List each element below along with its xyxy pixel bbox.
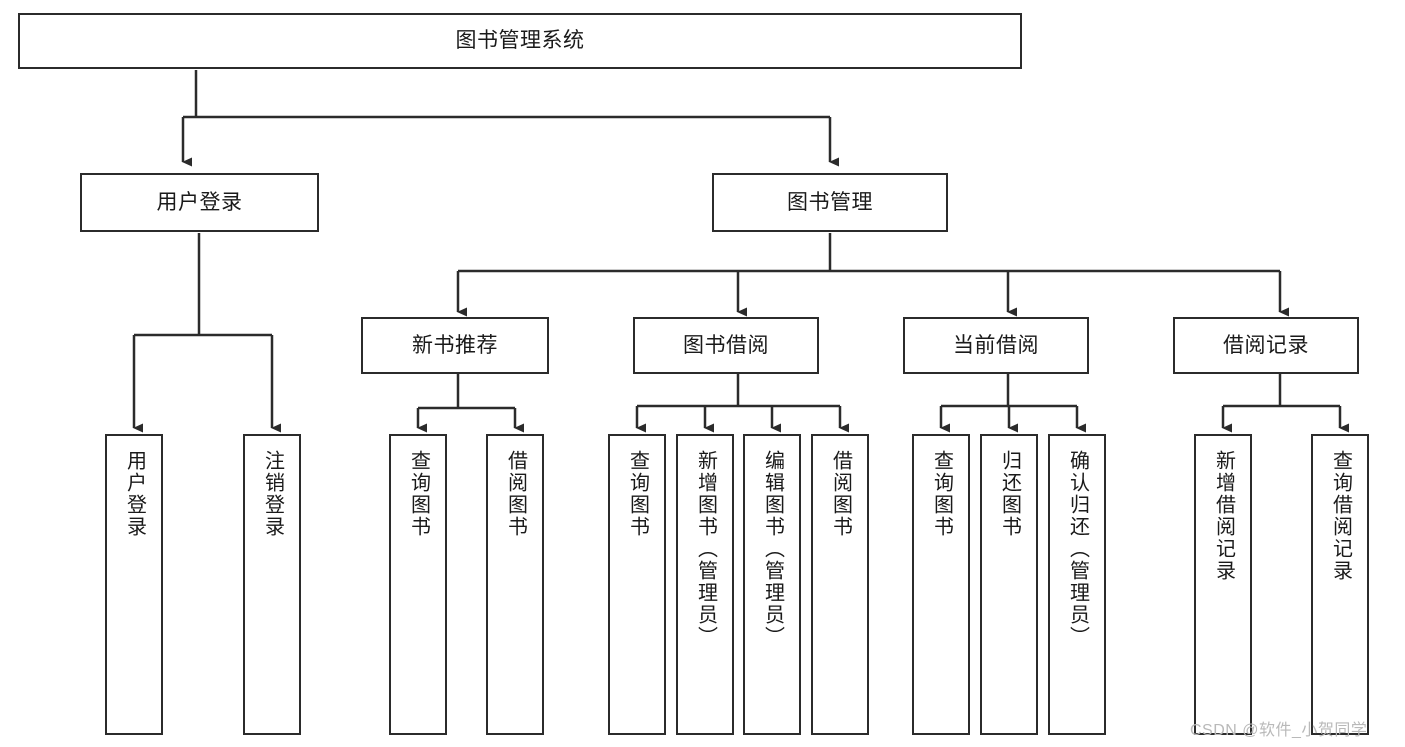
leaf-query-book-borrow[interactable]: 查询图书 [608, 434, 666, 735]
node-book-management-label: 图书管理 [787, 190, 873, 214]
node-borrow-record-label: 借阅记录 [1223, 333, 1309, 357]
leaf-logout-label: 注销登录 [261, 450, 284, 538]
node-book-borrow[interactable]: 图书借阅 [633, 317, 819, 374]
leaf-confirm-return-admin-label: 确认归还（管理员） [1066, 450, 1089, 648]
leaf-query-book-newbook[interactable]: 查询图书 [389, 434, 447, 735]
leaf-query-borrow-record-label: 查询借阅记录 [1329, 450, 1352, 582]
leaf-add-borrow-record-label: 新增借阅记录 [1212, 450, 1235, 582]
node-root[interactable]: 图书管理系统 [18, 13, 1022, 69]
leaf-query-book-borrow-label: 查询图书 [626, 450, 649, 538]
node-new-book-recommend-label: 新书推荐 [412, 333, 498, 357]
leaf-add-book-admin[interactable]: 新增图书（管理员） [676, 434, 734, 735]
leaf-borrow-book[interactable]: 借阅图书 [811, 434, 869, 735]
node-user-login[interactable]: 用户登录 [80, 173, 319, 232]
leaf-edit-book-admin[interactable]: 编辑图书（管理员） [743, 434, 801, 735]
node-borrow-record[interactable]: 借阅记录 [1173, 317, 1359, 374]
leaf-query-book-current-label: 查询图书 [930, 450, 953, 538]
node-root-label: 图书管理系统 [455, 29, 585, 53]
node-current-borrow-label: 当前借阅 [953, 333, 1039, 357]
node-book-management[interactable]: 图书管理 [712, 173, 948, 232]
leaf-user-login-label: 用户登录 [123, 450, 146, 538]
leaf-borrow-book-label: 借阅图书 [829, 450, 852, 538]
node-current-borrow[interactable]: 当前借阅 [903, 317, 1089, 374]
leaf-add-book-admin-label: 新增图书（管理员） [694, 450, 717, 648]
leaf-borrow-book-newbook-label: 借阅图书 [504, 450, 527, 538]
leaf-query-book-current[interactable]: 查询图书 [912, 434, 970, 735]
node-user-login-label: 用户登录 [156, 190, 243, 214]
node-new-book-recommend[interactable]: 新书推荐 [361, 317, 549, 374]
leaf-confirm-return-admin[interactable]: 确认归还（管理员） [1048, 434, 1106, 735]
leaf-return-book-label: 归还图书 [998, 450, 1021, 538]
leaf-logout[interactable]: 注销登录 [243, 434, 301, 735]
leaf-query-book-newbook-label: 查询图书 [407, 450, 430, 538]
leaf-edit-book-admin-label: 编辑图书（管理员） [761, 450, 784, 648]
leaf-add-borrow-record[interactable]: 新增借阅记录 [1194, 434, 1252, 735]
node-book-borrow-label: 图书借阅 [683, 333, 769, 357]
leaf-user-login[interactable]: 用户登录 [105, 434, 163, 735]
leaf-query-borrow-record[interactable]: 查询借阅记录 [1311, 434, 1369, 735]
leaf-borrow-book-newbook[interactable]: 借阅图书 [486, 434, 544, 735]
leaf-return-book[interactable]: 归还图书 [980, 434, 1038, 735]
csdn-watermark: CSDN @软件_小贺同学 [1190, 722, 1368, 739]
